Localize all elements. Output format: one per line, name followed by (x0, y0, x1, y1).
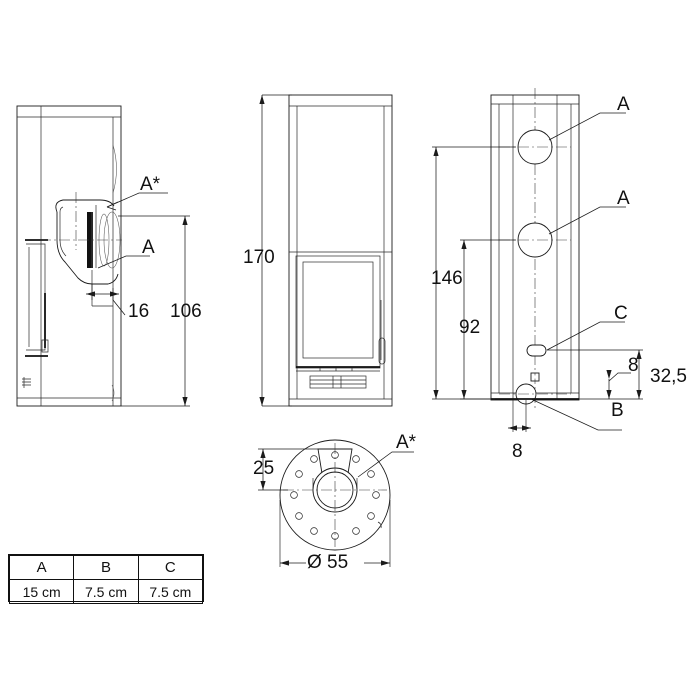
rear-view-label-c: C (614, 303, 628, 324)
plan-view-dim-25 (258, 448, 320, 491)
rear-view-leader-b (530, 398, 622, 431)
side-view-dim-16 (86, 270, 126, 316)
rear-view-dim-8-right-text: 8 (628, 355, 639, 376)
plan-view-dim-diameter-text: Ø 55 (307, 552, 348, 573)
front-view-dim-170 (259, 94, 292, 407)
rear-view-leader-a-mid (548, 206, 626, 235)
rear-view-leader-a-top (548, 112, 626, 141)
legend-value-a: 15 cm (8, 579, 75, 604)
legend-header-row: A B C (8, 555, 204, 580)
legend-table: A B C 15 cm 7.5 cm 7.5 cm (8, 555, 204, 604)
rear-view-label-b: B (611, 400, 624, 421)
rear-view-dim-8-right (606, 370, 631, 399)
side-view-leader-a-star (106, 192, 168, 211)
front-view-geometry (288, 94, 393, 407)
plan-view-label-a-star: A* (396, 432, 417, 453)
side-view-leader-a (97, 255, 150, 269)
rear-view-label-a-mid: A (617, 188, 630, 209)
rear-view-dim-8-bottom (508, 399, 531, 432)
side-view-dim-16-text: 16 (128, 301, 149, 322)
legend-header-c: C (137, 555, 204, 580)
rear-view-label-a-top: A (617, 94, 630, 115)
legend-value-b: 7.5 cm (73, 579, 139, 604)
rear-view-geometry (490, 88, 580, 408)
plan-view-dim-25-text: 25 (253, 458, 274, 479)
rear-view-dim-32-5 (547, 349, 643, 400)
legend-header-a: A (8, 555, 75, 580)
plan-view-leader-a-star (357, 451, 414, 478)
side-view-geometry (16, 105, 122, 407)
connection-legend-table: A B C 15 cm 7.5 cm 7.5 cm (8, 554, 204, 604)
rear-view-dim-92-text: 92 (459, 317, 480, 338)
side-view-dim-106-text: 106 (170, 301, 202, 322)
legend-header-b: B (73, 555, 139, 580)
rear-view-dim-32-5-text: 32,5 (650, 366, 687, 387)
side-view-label-a: A (142, 237, 155, 258)
legend-value-c: 7.5 cm (137, 579, 204, 604)
legend-value-row: 15 cm 7.5 cm 7.5 cm (8, 579, 204, 604)
front-view-dim-170-text: 170 (243, 247, 275, 268)
rear-view-dim-8-bottom-text: 8 (512, 441, 523, 462)
plan-view-geometry (279, 439, 391, 551)
plan-view-dim-diameter (279, 500, 391, 567)
side-view-label-a-star: A* (140, 174, 161, 195)
rear-view-dim-146-text: 146 (431, 268, 463, 289)
rear-view-leader-c (546, 321, 625, 351)
rear-view-dim-92 (460, 239, 516, 400)
side-view-dim-106 (118, 215, 190, 407)
